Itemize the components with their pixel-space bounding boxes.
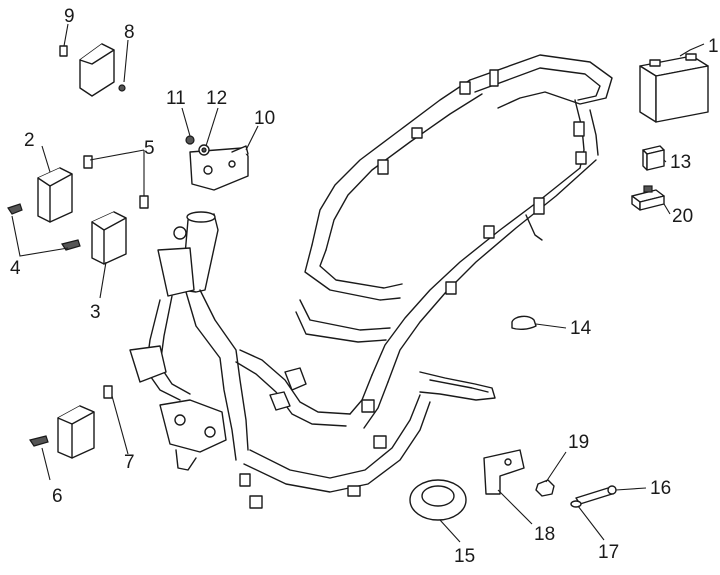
callout-19: 19	[568, 432, 589, 453]
bolt-part-16	[575, 485, 617, 505]
callout-11: 11	[166, 88, 186, 109]
relay-part-13	[642, 145, 665, 171]
scooter-frame	[129, 54, 613, 509]
holder-part-7	[57, 385, 113, 459]
callout-16: 16	[650, 478, 671, 499]
callout-17: 17	[598, 542, 619, 563]
clamp-part-14	[511, 315, 537, 331]
rubber-cap-part-15	[409, 479, 467, 521]
clip-part-5a	[83, 155, 93, 169]
callout-18: 18	[534, 524, 555, 545]
nut-part-19	[535, 479, 555, 497]
callout-20: 20	[672, 206, 693, 227]
bracket-part-18	[483, 449, 525, 495]
callout-3: 3	[90, 302, 101, 323]
washer-part-12	[198, 144, 210, 156]
battery-part-1	[639, 53, 709, 123]
callout-10: 10	[254, 108, 275, 129]
screw-part-6	[29, 435, 49, 447]
holder-part-3	[91, 211, 127, 265]
bracket-part-10	[189, 145, 249, 191]
callout-8: 8	[124, 22, 135, 43]
callout-13: 13	[670, 152, 691, 173]
washer-part-17	[570, 500, 582, 508]
callout-4: 4	[10, 258, 21, 279]
callout-12: 12	[206, 88, 227, 109]
callout-15: 15	[454, 546, 475, 567]
callout-2: 2	[24, 130, 35, 151]
callout-5: 5	[144, 138, 155, 159]
screw-part-4a	[7, 203, 23, 215]
holder-part-2	[37, 167, 73, 223]
callout-9: 9	[64, 6, 75, 27]
relay-holder-part-20	[631, 185, 665, 211]
callout-7: 7	[124, 452, 135, 473]
bolt-part-11	[185, 135, 195, 145]
callout-14: 14	[570, 318, 592, 339]
leader-lines	[11, 23, 705, 543]
bracket-part-8	[79, 43, 126, 97]
callout-6: 6	[52, 486, 63, 507]
clip-part-5b	[139, 195, 149, 209]
callout-1: 1	[708, 36, 719, 57]
clip-part-9	[59, 45, 68, 57]
